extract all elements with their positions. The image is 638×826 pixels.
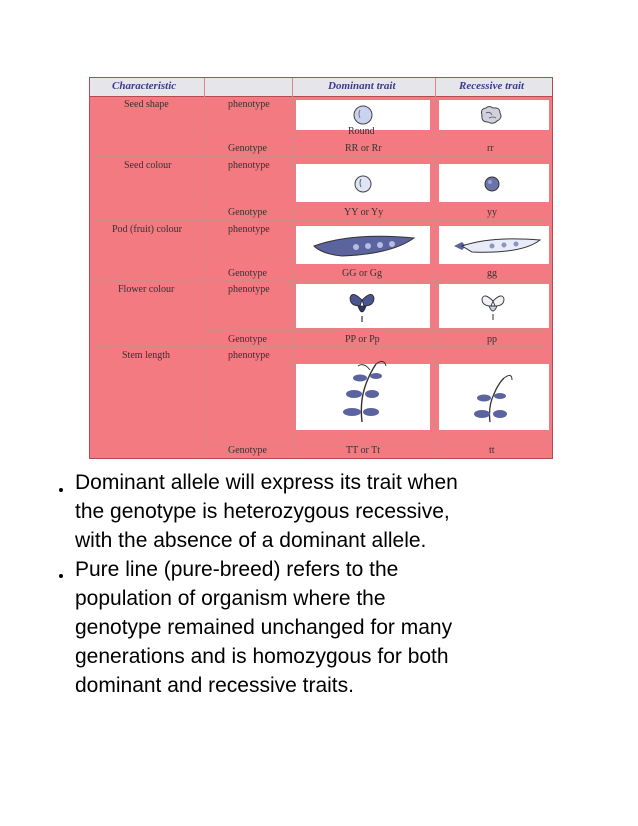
phenotype-label: phenotype [228,224,270,235]
green-pod-illustration [313,235,416,257]
dominant-genotype: PP or Pp [345,334,380,345]
bullet-line: generations and is homozygous for both [75,645,449,668]
header-characteristic: Characteristic [112,80,177,92]
genotype-label: Genotype [228,207,267,218]
dwarf-stem-illustration [474,374,513,423]
characteristic-seed-colour: Seed colour [124,160,172,171]
green-seed-illustration [484,176,500,192]
grid-line [292,78,293,458]
phenotype-label: phenotype [228,350,270,361]
grid-line [90,156,552,157]
bullet-line: genotype remained unchanged for many [75,616,453,639]
recessive-genotype: rr [487,143,494,154]
tall-stem-illustration [343,360,387,423]
bullet-dot [59,488,63,492]
genotype-label: Genotype [228,445,267,456]
characteristic-pod-colour: Pod (fruit) colour [112,224,182,235]
bullet-line: Pure line (pure-breed) refers to the [75,558,399,581]
dominant-genotype: TT or Tt [346,445,381,456]
recessive-genotype: tt [489,445,495,456]
header-recessive-trait: Recessive trait [459,80,525,92]
dominant-caption-round: Round [348,126,375,137]
bullet-line: the genotype is heterozygous recessive, [75,500,450,523]
grid-line [204,267,552,268]
recessive-genotype: gg [487,268,497,279]
grid-line [90,220,552,221]
bullet-line: with the absence of a dominant allele. [75,529,427,552]
phenotype-label: phenotype [228,99,270,110]
phenotype-label: phenotype [228,284,270,295]
yellow-pod-illustration [454,238,542,253]
grid-line [90,346,552,347]
wrinkled-seed-illustration [481,106,502,124]
bullet-line: dominant and recessive traits. [75,674,354,697]
phenotype-box [439,364,549,430]
bullet-line: population of organism where the [75,587,386,610]
round-seed-illustration [353,105,373,125]
grid-line [204,330,552,331]
traits-table: Characteristic Dominant trait Recessive … [89,77,553,459]
characteristic-seed-shape: Seed shape [124,99,169,110]
grid-line [90,280,552,281]
dominant-genotype: RR or Rr [345,143,382,154]
table-header: Characteristic Dominant trait Recessive … [90,78,552,97]
purple-flower-illustration [349,294,375,322]
dominant-genotype: GG or Gg [342,268,382,279]
bullet-dot [59,574,63,578]
white-flower-illustration [481,295,505,320]
phenotype-label: phenotype [228,160,270,171]
grid-line [204,78,205,458]
header-dominant-trait: Dominant trait [328,80,396,92]
grid-line [204,441,552,442]
dominant-genotype: YY or Yy [344,207,384,218]
genotype-label: Genotype [228,143,267,154]
grid-line [204,139,552,140]
characteristic-flower-colour: Flower colour [118,284,175,295]
characteristic-stem-length: Stem length [122,350,171,361]
grid-line [204,203,552,204]
genotype-label: Genotype [228,334,267,345]
yellow-seed-illustration [354,175,372,193]
recessive-genotype: yy [487,207,497,218]
grid-line [435,78,436,458]
bullet-line: Dominant allele will express its trait w… [75,471,458,494]
recessive-genotype: pp [487,334,497,345]
genotype-label: Genotype [228,268,267,279]
